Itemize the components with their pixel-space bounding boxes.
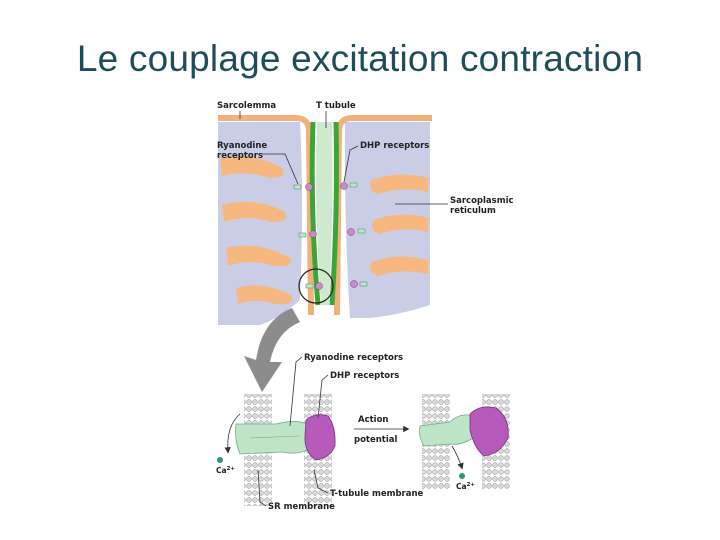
label-ttubule-membrane: T-tubule membrane	[330, 489, 424, 499]
ryanodine-receptor-open	[419, 414, 477, 447]
dhp-receptor-resting	[304, 414, 336, 461]
zoom-arrow	[244, 308, 300, 392]
label-action-1: Action	[358, 415, 389, 425]
ca-arrow-right	[451, 445, 464, 470]
leader-ryanodine-top	[262, 153, 299, 185]
ca-arrow-left	[224, 413, 241, 454]
ryanodine-receptor-closed	[235, 421, 313, 455]
label-sarcolemma: Sarcolemma	[217, 101, 276, 111]
label-ca-left: Ca2+	[216, 466, 235, 475]
calcium-ion-right	[459, 473, 465, 479]
receptor-pair	[298, 230, 317, 238]
sr-cisterna	[220, 155, 284, 178]
calcium-ion-left	[217, 457, 223, 463]
label-ca-right: Ca2+	[456, 482, 475, 491]
label-t-tubule: T tubule	[316, 101, 356, 111]
t-tubule-wall-right	[329, 121, 339, 306]
sarcolemma-left	[218, 115, 314, 316]
zoom-circle	[298, 268, 334, 304]
receptor-pair	[340, 182, 358, 190]
detail-activated	[419, 394, 510, 490]
receptor-detail-line	[249, 435, 301, 439]
cell-overview	[218, 115, 432, 325]
leader-dhp-top	[343, 145, 359, 183]
label-sr-1: Sarcoplasmic	[450, 196, 514, 206]
sr-cisterna	[370, 256, 428, 276]
label-ryanodine-bottom: Ryanodine receptors	[304, 353, 403, 363]
dhp-receptor-activated	[469, 406, 509, 457]
receptor-pair	[305, 282, 323, 290]
slide-title: Le couplage excitation contraction	[76, 38, 644, 79]
sr-cisterna	[222, 201, 287, 222]
leader-ttubule-membrane	[313, 469, 329, 494]
leader-dhp-bottom	[317, 374, 329, 419]
label-ryanodine-top-2: receptors	[217, 151, 263, 161]
leader-sr-membrane	[257, 469, 267, 507]
receptor-pair	[350, 280, 368, 288]
label-action-2: potential	[354, 435, 398, 445]
label-sr-membrane: SR membrane	[268, 502, 335, 512]
t-tubule-wall-left	[309, 121, 321, 306]
sarcolemma-right	[334, 115, 432, 316]
label-dhp-bottom: DHP receptors	[330, 371, 399, 381]
label-sr-2: reticulum	[450, 206, 496, 216]
leader-ryanodine-bottom	[289, 356, 303, 427]
sr-cisterna	[372, 214, 428, 234]
label-dhp-top: DHP receptors	[360, 141, 429, 151]
receptor-pair	[347, 228, 366, 236]
sr-cisterna	[370, 174, 428, 194]
detail-resting	[217, 394, 336, 506]
sr-cisterna	[226, 245, 291, 267]
sr-cisterna	[236, 285, 293, 305]
t-tubule-lumen	[316, 122, 333, 305]
label-ryanodine-top-1: Ryanodine	[217, 141, 267, 151]
receptor-pair	[293, 183, 313, 191]
